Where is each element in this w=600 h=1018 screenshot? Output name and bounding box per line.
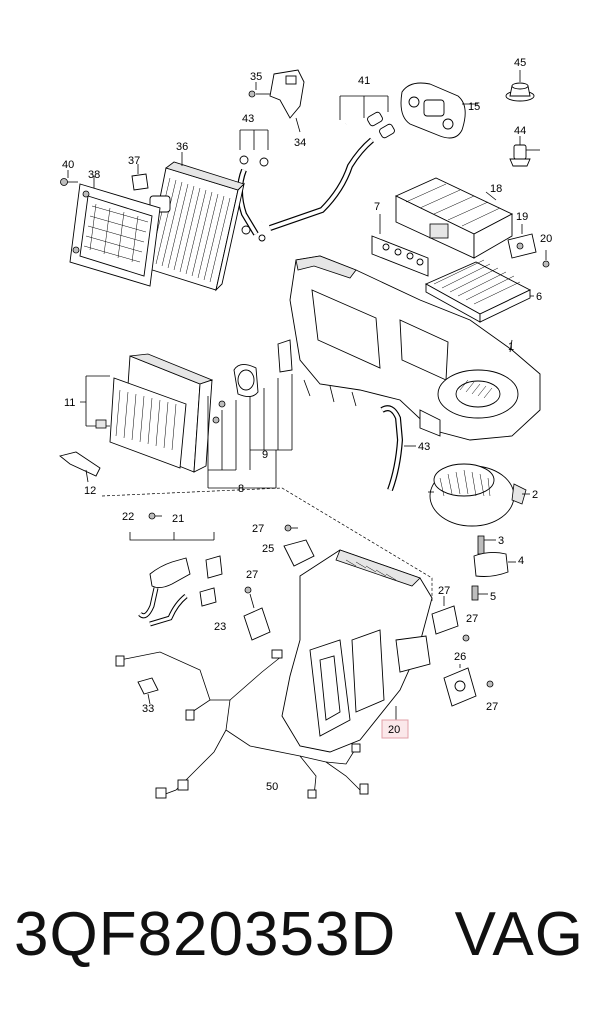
callout-2: 2 [532, 489, 538, 501]
callout-50: 50 [266, 781, 278, 793]
callout-18: 19 [516, 211, 528, 223]
part-41-screw [60, 170, 78, 186]
callout-35: 36 [176, 141, 188, 153]
part-15-sensor [59, 451, 101, 483]
callout-44: 44 [514, 125, 526, 137]
part-24-actuator [283, 524, 315, 567]
exploded-parts-diagram: 45 35 41 15 44 43 34 36 37 40 38 18 7 19… [59, 57, 552, 799]
part-16-flap-housing [394, 177, 514, 259]
part-44-valve [509, 136, 540, 167]
callout-1: 1 [508, 341, 514, 353]
part-12-gasket [400, 82, 478, 139]
callout-37: 41 [358, 75, 370, 87]
part-50-wiring-harness [115, 649, 369, 799]
part-40-heat-exchanger [69, 176, 161, 287]
callout-27c: 27 [466, 613, 478, 625]
callout-33: 34 [294, 137, 306, 149]
callout-23: 23 [214, 621, 226, 633]
callout-43: 43 [418, 441, 430, 453]
part-37-pipes [261, 95, 395, 231]
part-22-screw [148, 512, 162, 520]
callout-45: 45 [514, 57, 526, 69]
callout-36: 37 [128, 155, 140, 167]
part-25-actuator [443, 664, 494, 707]
callout-27a: 27 [252, 523, 264, 535]
part-27-screw [462, 634, 470, 642]
part-33-bracket [248, 69, 305, 133]
part-18-actuator [507, 224, 550, 268]
part-23-actuator [243, 586, 271, 641]
callout-20-highlight[interactable]: 20 [381, 719, 409, 739]
part-43-drain-hose [380, 405, 416, 492]
part-5-screw [471, 585, 488, 601]
callout-30: 33 [142, 703, 154, 715]
callout-3: 3 [498, 535, 504, 547]
callout-16: 18 [490, 183, 502, 195]
part-1-main-housing [289, 255, 541, 441]
part-21-sensors [129, 532, 223, 627]
callout-27d: 27 [486, 701, 498, 713]
footer: 3QF820353D VAG [0, 890, 600, 1000]
callout-19: 20 [540, 233, 552, 245]
callout-40: 38 [88, 169, 100, 181]
part-45-cap [505, 70, 535, 102]
callout-34: 35 [250, 71, 262, 83]
part-36-clip [131, 164, 149, 191]
part-number: 3QF820353D [14, 900, 397, 969]
brand-label: VAG [454, 900, 584, 969]
callout-11: 11 [64, 397, 75, 409]
callout-4: 4 [518, 555, 524, 567]
part-7-seal [371, 214, 429, 277]
callout-22: 22 [122, 511, 134, 523]
assembly-outline [101, 487, 433, 602]
callout-5: 5 [490, 591, 496, 603]
part-6-cabin-filter [424, 259, 534, 323]
callout-24: 25 [262, 543, 274, 555]
callout-27b: 27 [246, 569, 258, 581]
part-4-cover [473, 551, 516, 577]
part-30-connector [137, 677, 159, 705]
callout-26: 27 [438, 585, 450, 597]
callout-8: 8 [238, 483, 244, 495]
part-20-distribution-housing [281, 549, 433, 753]
callout-15: 12 [84, 485, 96, 497]
part-38-hose [237, 129, 269, 242]
part-2-blower-motor [428, 463, 530, 527]
callout-38: 43 [242, 113, 254, 125]
part-9-expansion-valve [207, 339, 293, 489]
part-11-evaporator [80, 353, 214, 473]
callout-41: 40 [62, 159, 74, 171]
part-35-heater-core [145, 152, 245, 292]
callout-21: 21 [172, 513, 184, 525]
callout-labels: 45 35 41 15 44 43 34 36 37 40 38 18 7 19… [62, 57, 552, 793]
part-26-actuator [431, 596, 459, 635]
callout-20: 20 [388, 724, 400, 736]
part-3-screw [477, 535, 496, 555]
callout-9: 9 [262, 449, 268, 461]
callout-6: 6 [536, 291, 542, 303]
callout-7: 7 [374, 201, 380, 213]
callout-25: 26 [454, 651, 466, 663]
callout-12: 15 [468, 101, 480, 113]
